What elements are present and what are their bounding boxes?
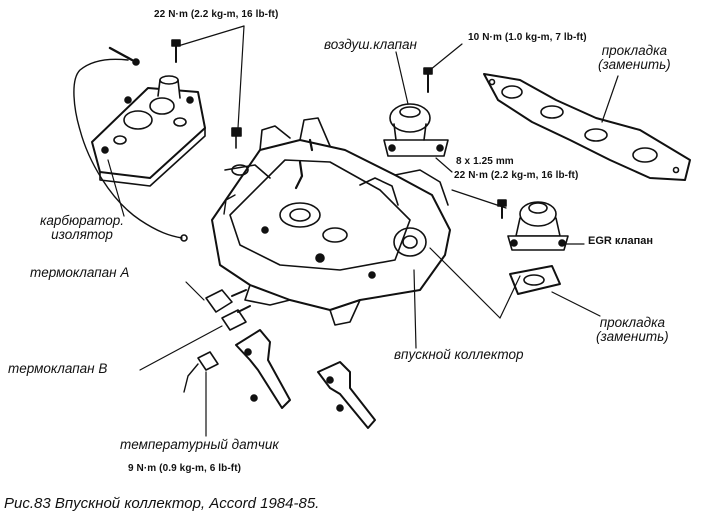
- label-gasket-bottom: прокладка (заменить): [596, 315, 669, 345]
- insulator-wire: [73, 58, 183, 239]
- figure-caption: Рис.83 Впускной коллектор, Accord 1984-8…: [4, 495, 320, 512]
- label-egr-valve: EGR клапан: [588, 235, 654, 247]
- thermovalve-b-part: [221, 305, 251, 331]
- leader-lines: [107, 25, 619, 437]
- gasket-bottom-part: [509, 265, 561, 295]
- label-gasket-top: прокладка (заменить): [598, 43, 671, 73]
- label-gasket-top-line1: прокладка: [601, 43, 667, 58]
- label-carb-insulator: карбюратор. изолятор: [40, 213, 125, 243]
- bracket-left: [235, 329, 291, 409]
- torque-top-carb: 22 N·m (2.2 kg-m, 16 lb-ft): [154, 9, 279, 20]
- egr-valve-part: [507, 201, 569, 251]
- label-gasket-top-line2: (заменить): [598, 57, 671, 73]
- air-valve-part: [383, 103, 449, 157]
- torque-egr: 22 N·m (2.2 kg-m, 16 lb-ft): [454, 170, 579, 181]
- label-carb-insulator-line1: карбюратор.: [40, 213, 125, 228]
- label-thermovalve-a: термоклапан A: [30, 265, 130, 280]
- label-thermovalve-b: термоклапан B: [8, 361, 108, 376]
- torque-temp-sensor: 9 N·m (0.9 kg-m, 6 lb-ft): [128, 463, 242, 474]
- intake-manifold-part: [211, 117, 451, 326]
- label-gasket-bottom-line1: прокладка: [599, 315, 665, 330]
- label-intake-manifold: впускной коллектор: [394, 347, 524, 362]
- torque-air-valve: 10 N·m (1.0 kg-m, 7 lb-ft): [468, 32, 587, 43]
- thermovalve-a-part: [205, 289, 247, 313]
- label-temp-sensor: температурный датчик: [120, 437, 279, 452]
- gasket-top-part: [483, 73, 691, 181]
- carb-insulator-part: [91, 75, 206, 187]
- label-carb-insulator-line2: изолятор: [51, 227, 113, 243]
- label-air-valve: воздуш.клапан: [324, 37, 417, 52]
- label-gasket-bottom-line2: (заменить): [596, 329, 669, 345]
- bolt-size: 8 x 1.25 mm: [456, 156, 514, 167]
- bracket-right: [317, 361, 376, 429]
- temp-sensor-part: [183, 351, 219, 393]
